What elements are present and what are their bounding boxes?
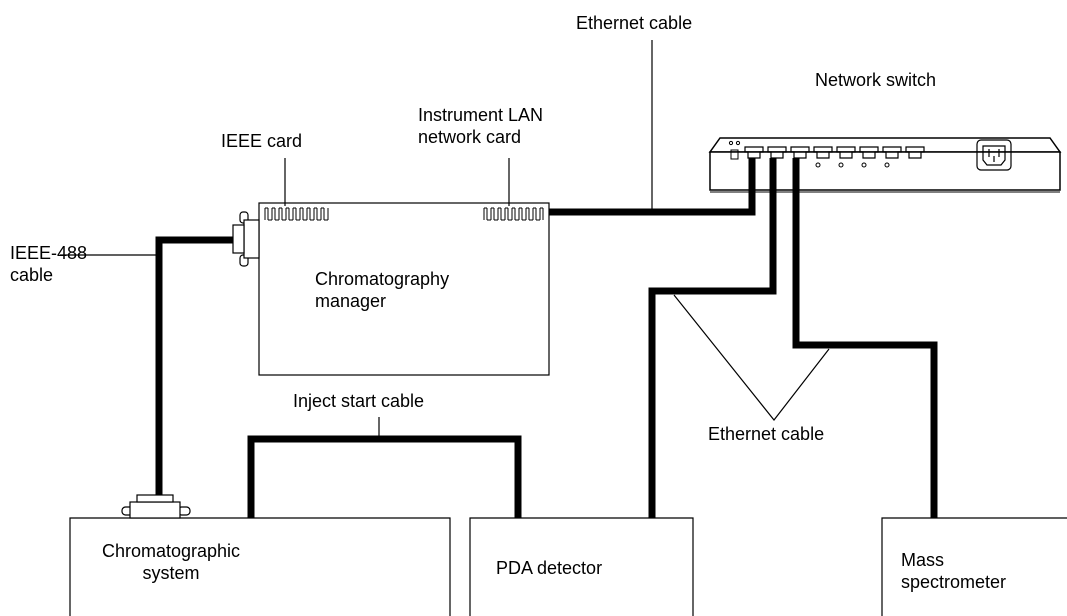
mass-spectrometer-box [881,517,1067,616]
ethernet-cable-bottom-label: Ethernet cable [708,424,825,444]
cables [155,158,938,518]
ethernet-cable-top-label: Ethernet cable [576,13,693,33]
network-switch-label: Network switch [815,70,937,90]
ethernet-cable-manager-switch [549,158,756,216]
ieee-connector-system [121,494,191,519]
ieee-card-slots [264,207,329,221]
instrument-lan-card-label: Instrument LAN network card [418,105,544,147]
devices [69,517,1067,616]
power-socket [976,139,1012,171]
inject-start-cable [247,435,522,518]
ieee-connector-manager [232,211,260,267]
ethernet-cable-pda [648,158,777,518]
mass-spectrometer-label: Mass spectrometer [901,550,1007,592]
pda-detector-label: PDA detector [496,558,603,578]
switch-leds [815,162,890,168]
leader-lines [60,40,830,437]
lan-card-slots [483,207,544,221]
ieee-488-cable-label: IEEE-488 cable [10,243,88,285]
chromatographic-system-label: Chromatographic system [101,541,241,583]
ieee-card-label: IEEE card [221,131,303,151]
chromatography-manager-label: Chromatography manager [315,269,450,311]
ethernet-cable-mass-spec [792,158,938,518]
switch-ports [744,146,925,159]
inject-start-cable-label: Inject start cable [293,391,425,411]
chromatography-manager-box [258,202,550,376]
ieee-488-cable [155,236,233,495]
pda-detector-box [469,517,694,616]
chromatographic-system-box [69,517,451,616]
network-switch [708,137,1062,193]
